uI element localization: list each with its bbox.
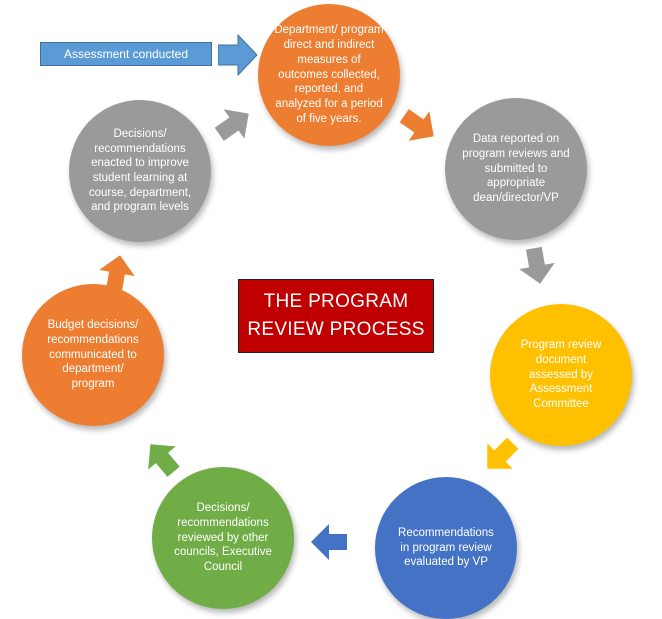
- title-line-1: THE PROGRAM: [263, 291, 409, 313]
- arrow-1-icon: [397, 104, 441, 148]
- step-5-text: Decisions/ recommendations reviewed by o…: [174, 502, 272, 574]
- title-line-2: REVIEW PROCESS: [247, 319, 425, 340]
- step-3-circle: Program review document assessed by Asse…: [490, 304, 632, 446]
- step-7-circle: Decisions/ recommendations enacted to im…: [69, 100, 211, 242]
- step-7-text: Decisions/ recommendations enacted to im…: [88, 127, 192, 214]
- step-1-circle: Department/ program direct and indirect …: [258, 4, 400, 146]
- start-label: Assessment conducted: [63, 47, 189, 61]
- start-arrow-icon: [217, 33, 258, 77]
- arrow-6-icon: [95, 251, 139, 295]
- arrow-3-icon: [478, 434, 522, 478]
- step-6-circle: Budget decisions/ recommendations commun…: [22, 284, 164, 426]
- arrow-5-shape: [148, 444, 180, 477]
- arrow-6-shape: [99, 255, 135, 293]
- step-2-text: Data reported on program reviews and sub…: [462, 133, 570, 205]
- arrow-4-shape: [311, 524, 347, 560]
- arrow-2-shape: [519, 246, 555, 284]
- step-1-text: Department/ program direct and indirect …: [274, 24, 384, 125]
- step-3-text: Program review document assessed by Asse…: [520, 339, 602, 411]
- arrow-2-icon: [515, 244, 559, 288]
- arrow-3-shape: [487, 437, 519, 469]
- step-2-circle: Data reported on program reviews and sub…: [445, 98, 587, 240]
- arrow-5-icon: [140, 436, 184, 480]
- start-label-box: Assessment conducted: [40, 42, 212, 66]
- step-4-circle: Recommendations in program review evalua…: [375, 477, 517, 619]
- arrow-1-shape: [399, 109, 434, 141]
- step-5-circle: Decisions/ recommendations reviewed by o…: [152, 467, 294, 609]
- diagram-title-box: THE PROGRAM REVIEW PROCESS: [238, 279, 434, 353]
- step-4-text: Recommendations in program review evalua…: [398, 526, 494, 569]
- arrow-4-icon: [307, 520, 351, 564]
- step-6-text: Budget decisions/ recommendations commun…: [47, 319, 139, 391]
- arrow-7-shape: [214, 109, 249, 141]
- arrow-7-icon: [212, 102, 256, 146]
